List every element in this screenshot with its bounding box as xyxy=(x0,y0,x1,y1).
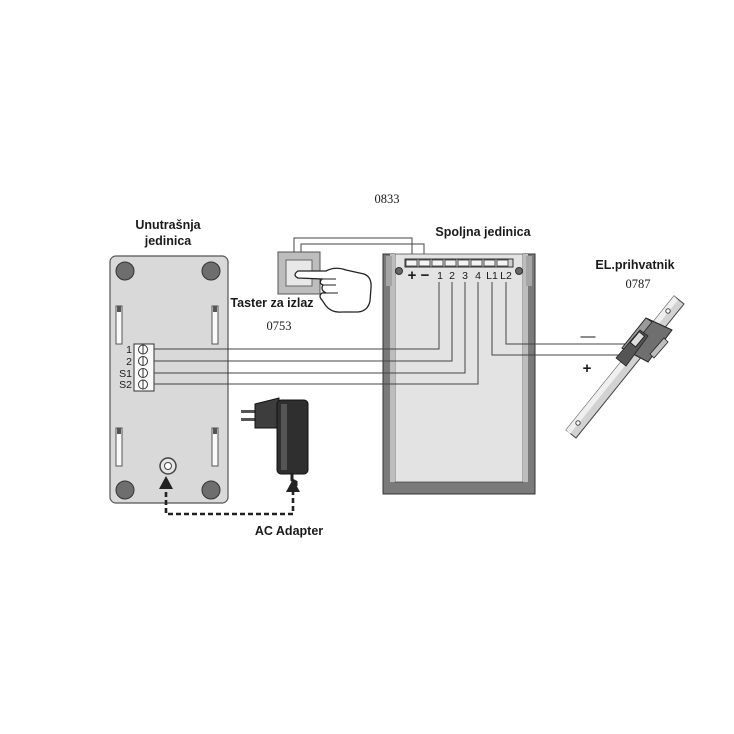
power-connection xyxy=(159,476,300,516)
product-code: 0833 xyxy=(375,192,400,206)
exit-button-label: Taster za izlaz xyxy=(230,296,313,310)
outdoor-terminal-3: 3 xyxy=(462,270,468,282)
door-strike-code: 0787 xyxy=(626,277,651,291)
exit-button xyxy=(277,251,372,313)
ac-adapter-label: AC Adapter xyxy=(255,524,323,538)
door-strike-icon xyxy=(565,295,685,439)
door-strike-label: EL.prihvatnik xyxy=(595,258,674,272)
mount-hole-icon xyxy=(115,480,135,500)
indoor-unit-label-line1: Unutrašnja xyxy=(135,218,201,232)
outdoor-terminal-plus: + xyxy=(408,267,417,284)
outdoor-unit: + − 1 2 3 4 L1 L2 xyxy=(382,253,536,495)
outdoor-terminal-1: 1 xyxy=(437,270,443,282)
ac-adapter-icon xyxy=(241,397,309,486)
indoor-terminal-2: 2 xyxy=(126,356,132,368)
mount-hole-icon xyxy=(201,480,221,500)
screw-icon xyxy=(395,267,403,275)
indoor-terminal-block xyxy=(133,343,155,392)
pointing-hand-icon xyxy=(294,267,372,313)
outdoor-terminal-l2: L2 xyxy=(500,270,512,282)
mount-hole-icon xyxy=(201,261,221,281)
mount-hole-icon xyxy=(115,261,135,281)
outdoor-terminal-minus: − xyxy=(421,267,430,284)
signal-wires xyxy=(154,282,479,385)
indoor-terminal-1: 1 xyxy=(126,344,132,356)
outdoor-terminal-l1: L1 xyxy=(486,270,498,282)
lock-wires xyxy=(491,282,628,356)
arrow-up-icon xyxy=(159,476,173,489)
indoor-terminal-s2: S2 xyxy=(119,379,132,391)
indoor-terminal-s1: S1 xyxy=(119,368,132,380)
outdoor-terminal-2: 2 xyxy=(449,270,455,282)
outdoor-terminal-4: 4 xyxy=(475,270,481,282)
indoor-unit-label-line2: jedinica xyxy=(144,234,193,248)
screw-icon xyxy=(515,267,523,275)
door-strike-minus: — xyxy=(581,328,596,345)
outdoor-unit-label: Spoljna jedinica xyxy=(435,225,531,239)
exit-button-code: 0753 xyxy=(267,319,292,333)
arrow-up-icon xyxy=(286,479,300,492)
door-strike-plus: + xyxy=(583,360,592,377)
indoor-unit: 1 2 S1 S2 xyxy=(109,255,229,504)
